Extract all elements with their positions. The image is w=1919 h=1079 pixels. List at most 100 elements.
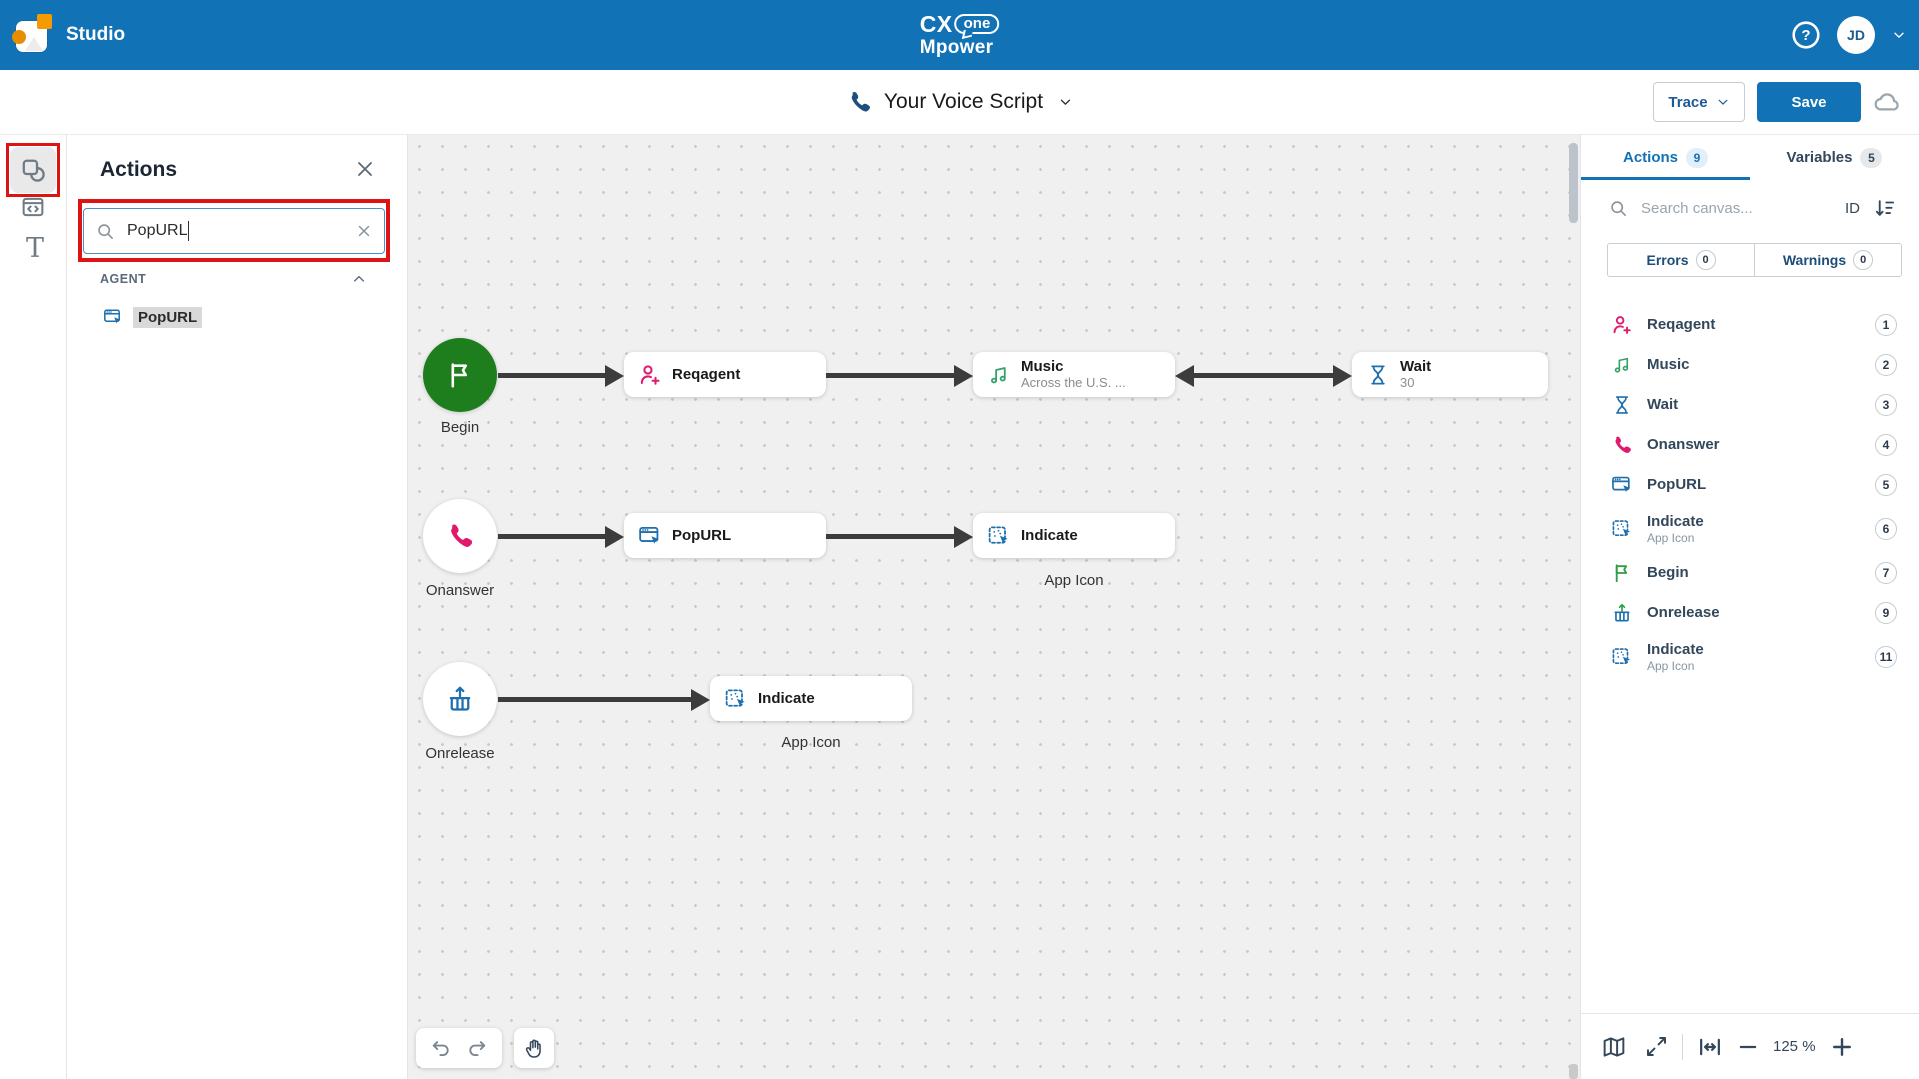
list-item-reqagent[interactable]: Reqagent 1 <box>1581 305 1919 345</box>
indicate-icon <box>1612 520 1631 536</box>
trace-button[interactable]: Trace <box>1653 82 1745 122</box>
actions-search-input[interactable]: PopURL <box>83 208 385 254</box>
release-box-icon <box>449 686 471 711</box>
inspector-panel: Actions 9 Variables 5 ID Errors 0 Warnin… <box>1580 135 1919 1079</box>
node-onanswer[interactable] <box>423 499 497 573</box>
sidebar-item-actions-palette[interactable] <box>10 147 56 193</box>
hand-icon <box>525 1039 541 1058</box>
script-toolbar: Your Voice Script Trace Save <box>0 70 1919 135</box>
redo-icon[interactable] <box>466 1037 488 1059</box>
indicate-icon <box>988 525 1008 544</box>
chevron-down-icon[interactable] <box>1891 27 1907 43</box>
result-label: PopURL <box>133 306 203 328</box>
undo-icon[interactable] <box>430 1037 452 1059</box>
canvas-controls-footer: 125 % <box>1581 1013 1919 1079</box>
studio-logo-icon <box>12 13 55 57</box>
tab-actions[interactable]: Actions 9 <box>1581 135 1750 180</box>
errors-button[interactable]: Errors 0 <box>1608 244 1754 276</box>
node-wait[interactable]: Wait 30 <box>1352 352 1548 397</box>
popurl-icon <box>1612 476 1631 493</box>
action-number-badge: 2 <box>1875 354 1897 376</box>
chevron-down-icon <box>1060 99 1070 105</box>
node-music[interactable]: Music Across the U.S. ... <box>973 352 1175 397</box>
action-number-badge: 7 <box>1875 562 1897 584</box>
node-reqagent[interactable]: Reqagent <box>624 352 826 397</box>
node-onrelease[interactable] <box>423 662 497 736</box>
help-icon[interactable]: ? <box>1791 20 1821 50</box>
canvas-vertical-scrollbar[interactable] <box>1569 143 1578 223</box>
flag-icon <box>1615 564 1628 583</box>
node-indicate-2[interactable]: Indicate <box>710 676 912 721</box>
actions-panel: Actions PopURL AGENT PopURL <box>67 135 408 1079</box>
list-item-begin[interactable]: Begin 7 <box>1581 553 1919 593</box>
node-indicate-1[interactable]: Indicate <box>973 513 1175 558</box>
phone-icon <box>451 524 473 547</box>
actions-panel-title: Actions <box>100 158 178 181</box>
logo-cx-text: CX <box>919 10 953 37</box>
close-icon[interactable] <box>355 159 375 179</box>
avatar[interactable]: JD <box>1837 16 1875 54</box>
clear-search-icon[interactable] <box>356 223 372 239</box>
minimap-icon[interactable] <box>1601 1034 1627 1060</box>
zoom-level: 125 % <box>1773 1038 1816 1055</box>
palette-sidebar: T <box>0 135 67 1079</box>
node-begin[interactable] <box>423 338 497 412</box>
connector-popurl-indicate <box>826 525 973 548</box>
save-button[interactable]: Save <box>1757 82 1861 122</box>
tab-variables[interactable]: Variables 5 <box>1750 135 1919 180</box>
node-label: Onrelease <box>425 745 495 762</box>
logo-mpower-text: Mpower <box>919 37 994 59</box>
person-plus-icon <box>1613 316 1631 334</box>
cxone-mpower-logo: CX one Mpower <box>920 12 1000 58</box>
sidebar-item-code-snippets[interactable] <box>21 195 45 219</box>
fullscreen-icon[interactable] <box>1645 1035 1668 1058</box>
node-label: Begin <box>440 419 480 436</box>
person-plus-icon <box>640 364 660 385</box>
canvas-search-input[interactable] <box>1641 199 1801 217</box>
pan-tool-button[interactable] <box>514 1028 554 1068</box>
zoom-in-icon[interactable] <box>1830 1035 1854 1059</box>
node-popurl[interactable]: PopURL <box>624 513 826 558</box>
action-number-badge: 5 <box>1875 474 1897 496</box>
list-item-onrelease[interactable]: Onrelease 9 <box>1581 593 1919 633</box>
list-item-indicate-2[interactable]: Indicate App Icon 11 <box>1581 633 1919 681</box>
list-item-music[interactable]: Music 2 <box>1581 345 1919 385</box>
sidebar-item-text-tool[interactable]: T <box>25 233 44 264</box>
action-number-badge: 3 <box>1875 394 1897 416</box>
indicate-icon <box>1612 648 1631 664</box>
action-number-badge: 4 <box>1875 434 1897 456</box>
node-caption: App Icon <box>1044 572 1104 589</box>
music-icon <box>991 366 1006 383</box>
list-item-onanswer[interactable]: Onanswer 4 <box>1581 425 1919 465</box>
flag-icon <box>451 363 467 388</box>
shapes-icon <box>22 159 45 182</box>
sort-icon[interactable] <box>1874 197 1896 219</box>
action-number-badge: 9 <box>1875 602 1897 624</box>
annotation-palette-icon <box>6 143 60 197</box>
zoom-out-icon[interactable] <box>1737 1036 1759 1058</box>
list-item-wait[interactable]: Wait 3 <box>1581 385 1919 425</box>
connector-reqagent-music <box>826 364 973 387</box>
chevron-up-icon[interactable] <box>351 271 367 287</box>
fit-width-icon[interactable] <box>1697 1034 1723 1060</box>
list-item-indicate-1[interactable]: Indicate App Icon 6 <box>1581 505 1919 553</box>
script-title-dropdown[interactable]: Your Voice Script <box>846 89 1073 115</box>
page-title: Your Voice Script <box>883 90 1044 113</box>
annotation-search-box <box>78 199 390 262</box>
warnings-button[interactable]: Warnings 0 <box>1754 244 1901 276</box>
list-item-popurl[interactable]: PopURL 5 <box>1581 465 1919 505</box>
connector-music-wait <box>1175 364 1352 387</box>
canvas-scrollbar-corner[interactable] <box>1569 1064 1578 1079</box>
action-search-result-popurl[interactable]: PopURL <box>103 301 203 333</box>
hourglass-icon <box>1371 364 1385 385</box>
text-caret <box>188 221 190 241</box>
actions-count-badge: 9 <box>1686 147 1708 168</box>
flow-canvas[interactable]: Begin Reqagent Music Across the U.S. ...… <box>408 135 1580 1079</box>
undo-redo-group <box>416 1028 502 1068</box>
id-toggle[interactable]: ID <box>1845 199 1860 217</box>
music-icon <box>1614 357 1629 373</box>
cloud-sync-icon <box>1874 93 1899 111</box>
action-list: Reqagent 1 Music 2 Wait 3 Onanswer 4 Pop… <box>1581 305 1919 681</box>
node-label: Onanswer <box>425 582 495 599</box>
connector-onrelease-indicate <box>498 688 710 711</box>
